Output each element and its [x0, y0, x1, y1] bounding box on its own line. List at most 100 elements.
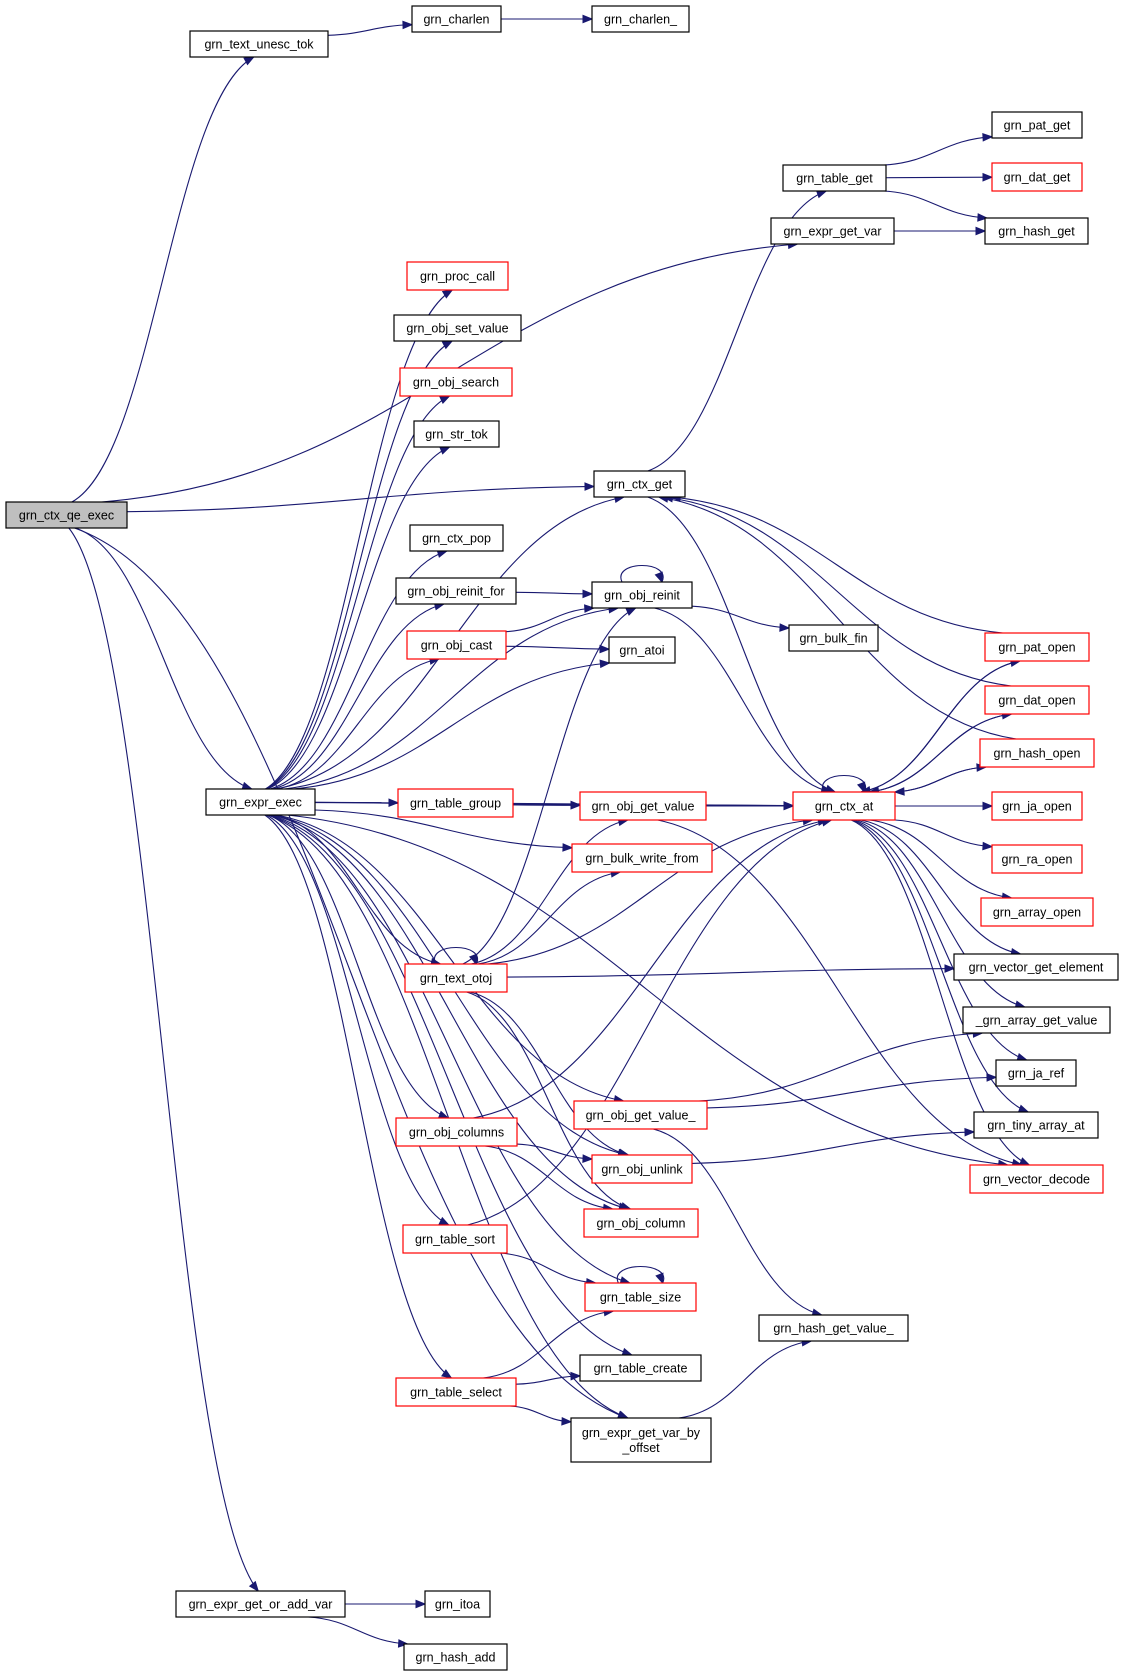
- node-expr_get_or_add_var[interactable]: grn_expr_get_or_add_var: [175, 1590, 346, 1618]
- node-box-text_unesc_tok[interactable]: [189, 30, 329, 58]
- node-ja_open[interactable]: grn_ja_open: [991, 791, 1083, 821]
- node-box-expr_get_var[interactable]: [770, 217, 895, 245]
- node-box-hash_open[interactable]: [979, 738, 1095, 768]
- node-hash_get[interactable]: grn_hash_get: [984, 217, 1089, 245]
- node-box-table_group[interactable]: [397, 788, 514, 818]
- node-table_create[interactable]: grn_table_create: [579, 1354, 702, 1382]
- node-box-pat_open[interactable]: [984, 632, 1090, 662]
- node-table_sort[interactable]: grn_table_sort: [402, 1224, 508, 1254]
- node-text_unesc_tok[interactable]: grn_text_unesc_tok: [189, 30, 329, 58]
- node-obj_search[interactable]: grn_obj_search: [399, 367, 513, 397]
- node-str_tok[interactable]: grn_str_tok: [413, 420, 500, 448]
- node-box-itoa[interactable]: [424, 1590, 491, 1618]
- node-vector_decode[interactable]: grn_vector_decode: [969, 1164, 1104, 1194]
- node-box-hash_add[interactable]: [403, 1643, 508, 1671]
- node-itoa[interactable]: grn_itoa: [424, 1590, 491, 1618]
- node-box-hash_get[interactable]: [984, 217, 1089, 245]
- node-box-charlen_[interactable]: [591, 5, 690, 33]
- node-box-table_select[interactable]: [395, 1377, 517, 1407]
- node-pat_open[interactable]: grn_pat_open: [984, 632, 1090, 662]
- node-obj_columns[interactable]: grn_obj_columns: [395, 1117, 518, 1147]
- node-obj_get_value_[interactable]: grn_obj_get_value_: [573, 1100, 708, 1130]
- node-table_group[interactable]: grn_table_group: [397, 788, 514, 818]
- node-box-hash_get_value_[interactable]: [758, 1314, 909, 1342]
- node-text_otoj[interactable]: grn_text_otoj: [404, 963, 508, 993]
- node-obj_unlink[interactable]: grn_obj_unlink: [591, 1154, 693, 1184]
- node-ra_open[interactable]: grn_ra_open: [991, 844, 1083, 874]
- node-proc_call[interactable]: grn_proc_call: [406, 261, 509, 291]
- node-box-obj_search[interactable]: [399, 367, 513, 397]
- node-box-atoi[interactable]: [608, 636, 676, 664]
- node-box-vector_get_element[interactable]: [953, 953, 1119, 981]
- node-box-bulk_write_from[interactable]: [571, 843, 713, 873]
- node-box-obj_cast[interactable]: [406, 630, 507, 660]
- node-box-tiny_array_at[interactable]: [973, 1111, 1099, 1139]
- node-obj_reinit[interactable]: grn_obj_reinit: [591, 581, 693, 609]
- node-hash_add[interactable]: grn_hash_add: [403, 1643, 508, 1671]
- node-box-table_size[interactable]: [584, 1282, 697, 1312]
- node-box-array_get_value[interactable]: [962, 1006, 1111, 1034]
- node-bulk_write_from[interactable]: grn_bulk_write_from: [571, 843, 713, 873]
- node-ctx_at[interactable]: grn_ctx_at: [792, 791, 896, 821]
- node-array_open[interactable]: grn_array_open: [980, 897, 1094, 927]
- node-array_get_value[interactable]: _grn_array_get_value: [962, 1006, 1111, 1034]
- node-box-ctx_at[interactable]: [792, 791, 896, 821]
- node-tiny_array_at[interactable]: grn_tiny_array_at: [973, 1111, 1099, 1139]
- node-table_select[interactable]: grn_table_select: [395, 1377, 517, 1407]
- node-box-obj_columns[interactable]: [395, 1117, 518, 1147]
- node-obj_get_value[interactable]: grn_obj_get_value: [579, 791, 707, 821]
- node-atoi[interactable]: grn_atoi: [608, 636, 676, 664]
- node-bulk_fin[interactable]: grn_bulk_fin: [788, 624, 879, 652]
- node-box-ja_ref[interactable]: [995, 1059, 1077, 1087]
- node-box-proc_call[interactable]: [406, 261, 509, 291]
- node-hash_open[interactable]: grn_hash_open: [979, 738, 1095, 768]
- node-box-obj_reinit[interactable]: [591, 581, 693, 609]
- node-table_get[interactable]: grn_table_get: [782, 164, 887, 192]
- node-box-obj_set_value[interactable]: [393, 314, 522, 342]
- node-box-obj_column[interactable]: [583, 1208, 699, 1238]
- node-box-table_create[interactable]: [579, 1354, 702, 1382]
- node-box-bulk_fin[interactable]: [788, 624, 879, 652]
- node-box-ra_open[interactable]: [991, 844, 1083, 874]
- node-ctx_get[interactable]: grn_ctx_get: [593, 470, 686, 498]
- node-vector_get_element[interactable]: grn_vector_get_element: [953, 953, 1119, 981]
- node-expr_exec[interactable]: grn_expr_exec: [205, 788, 316, 816]
- node-obj_set_value[interactable]: grn_obj_set_value: [393, 314, 522, 342]
- node-obj_reinit_for[interactable]: grn_obj_reinit_for: [395, 577, 517, 605]
- node-box-pat_get[interactable]: [991, 111, 1083, 139]
- node-box-text_otoj[interactable]: [404, 963, 508, 993]
- node-box-str_tok[interactable]: [413, 420, 500, 448]
- node-table_size[interactable]: grn_table_size: [584, 1282, 697, 1312]
- node-root[interactable]: grn_ctx_qe_exec: [5, 501, 128, 529]
- node-box-array_open[interactable]: [980, 897, 1094, 927]
- node-box-obj_get_value[interactable]: [579, 791, 707, 821]
- node-box-charlen[interactable]: [411, 5, 502, 33]
- node-box-obj_get_value_[interactable]: [573, 1100, 708, 1130]
- node-obj_column[interactable]: grn_obj_column: [583, 1208, 699, 1238]
- node-dat_get[interactable]: grn_dat_get: [991, 162, 1083, 192]
- node-pat_get[interactable]: grn_pat_get: [991, 111, 1083, 139]
- node-box-dat_open[interactable]: [984, 685, 1090, 715]
- node-box-dat_get[interactable]: [991, 162, 1083, 192]
- node-box-expr_exec[interactable]: [205, 788, 316, 816]
- node-expr_get_var[interactable]: grn_expr_get_var: [770, 217, 895, 245]
- node-box-table_get[interactable]: [782, 164, 887, 192]
- node-charlen_[interactable]: grn_charlen_: [591, 5, 690, 33]
- node-box-ja_open[interactable]: [991, 791, 1083, 821]
- node-box-expr_get_or_add_var[interactable]: [175, 1590, 346, 1618]
- node-box-ctx_pop[interactable]: [409, 524, 504, 552]
- node-box-vector_decode[interactable]: [969, 1164, 1104, 1194]
- node-charlen[interactable]: grn_charlen: [411, 5, 502, 33]
- node-ja_ref[interactable]: grn_ja_ref: [995, 1059, 1077, 1087]
- node-ctx_pop[interactable]: grn_ctx_pop: [409, 524, 504, 552]
- node-box-obj_unlink[interactable]: [591, 1154, 693, 1184]
- node-hash_get_value_[interactable]: grn_hash_get_value_: [758, 1314, 909, 1342]
- node-expr_get_var_by_offset[interactable]: grn_expr_get_var_by_offset: [570, 1417, 712, 1463]
- node-box-expr_get_var_by_offset[interactable]: [570, 1417, 712, 1463]
- node-box-root[interactable]: [5, 501, 128, 529]
- node-box-obj_reinit_for[interactable]: [395, 577, 517, 605]
- node-box-ctx_get[interactable]: [593, 470, 686, 498]
- node-dat_open[interactable]: grn_dat_open: [984, 685, 1090, 715]
- node-box-table_sort[interactable]: [402, 1224, 508, 1254]
- node-obj_cast[interactable]: grn_obj_cast: [406, 630, 507, 660]
